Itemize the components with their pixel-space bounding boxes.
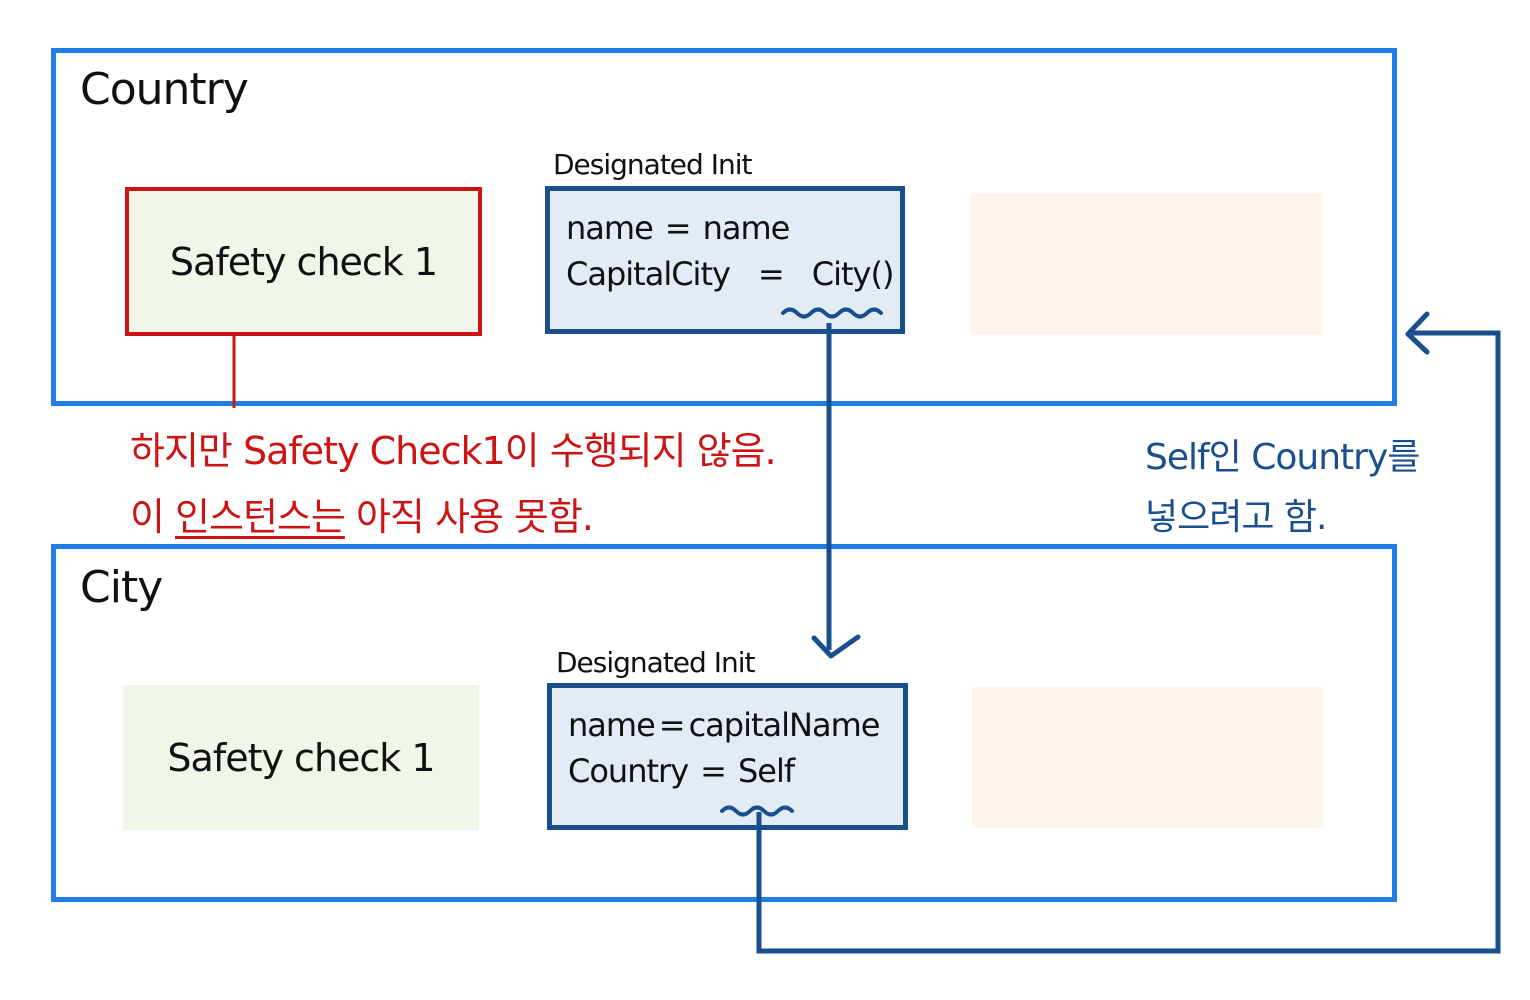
- country-init-line: name = name: [566, 209, 900, 255]
- init-line-right: Self: [737, 752, 795, 790]
- country-safety-check-label: Safety check 1: [169, 239, 438, 284]
- init-line-right: City(): [811, 255, 895, 293]
- init-line-op: =: [658, 706, 686, 744]
- red-note-line-1: 하지만 Safety Check1이 수행되지 않음.: [130, 429, 777, 473]
- blue-note-line-1: Self인 Country를: [1145, 437, 1420, 478]
- init-line-right: name: [702, 209, 791, 247]
- init-line-op: =: [757, 255, 785, 293]
- country-init-label: Designated Init: [553, 148, 752, 181]
- init-line-left: Country: [568, 752, 689, 790]
- city-init-line: name=capitalName: [568, 706, 903, 752]
- country-init-line: CapitalCity = City(): [566, 255, 900, 301]
- blue-note-line-2: 넣으려고 함.: [1145, 497, 1327, 538]
- city-init-line: Country = Self: [568, 752, 903, 798]
- init-line-right: capitalName: [688, 706, 881, 744]
- city-init-box: name=capitalName Country=Self: [547, 683, 908, 830]
- city-safety-check: Safety check 1: [123, 685, 479, 830]
- red-note-underlined: 인스턴스는: [175, 495, 346, 539]
- init-line-left: CapitalCity: [566, 255, 731, 293]
- country-frame: [51, 48, 1397, 406]
- country-safety-check: Safety check 1: [125, 187, 482, 336]
- city-title: City: [80, 562, 163, 613]
- city-init-label: Designated Init: [556, 646, 755, 679]
- init-line-op: =: [700, 752, 727, 790]
- red-note-suffix: 아직 사용 못함.: [344, 495, 594, 539]
- red-note-line-2: 이 인스턴스는 아직 사용 못함.: [130, 486, 594, 541]
- init-line-left: name: [568, 706, 656, 744]
- return-arrow-head: [1405, 311, 1430, 355]
- city-safety-check-label: Safety check 1: [167, 735, 435, 780]
- country-title: Country: [80, 64, 249, 115]
- city-placeholder-box: [972, 687, 1323, 828]
- init-line-left: name: [566, 209, 654, 247]
- country-placeholder-box: [971, 193, 1322, 335]
- init-line-op: =: [664, 209, 692, 247]
- red-note-prefix: 이: [130, 495, 176, 539]
- country-init-box: name = name CapitalCity = City(): [545, 186, 905, 334]
